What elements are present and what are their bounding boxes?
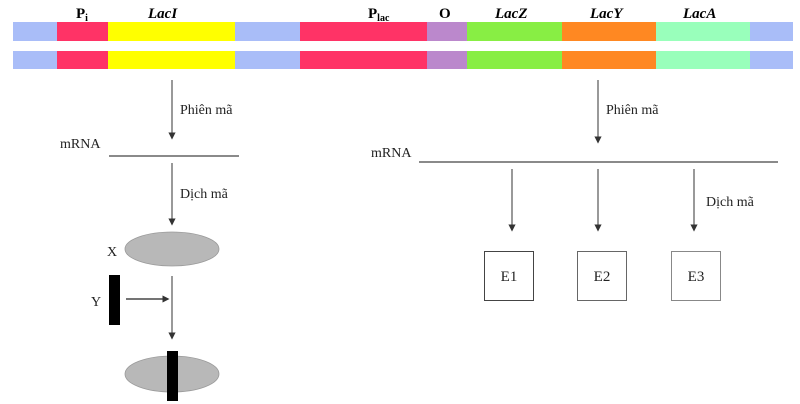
inducer-y-label: Y [91,295,101,310]
dna-segment-promoter-pi [57,22,108,41]
dna-strand-top [13,22,793,41]
dna-segment-promoter-plac [300,51,427,69]
left-transcription-label: Phiên mã [180,103,233,118]
enzyme-label-e1: E1 [501,269,518,285]
dna-segment-operator-o [427,22,467,41]
dna-segment-spacer-middle [235,51,300,69]
label-plac: Plac [368,6,390,24]
dna-segment-gene-laca [656,51,750,69]
inducer-y [109,275,120,325]
dna-segment-spacer-right [750,51,793,69]
dna-segment-spacer-middle [235,22,300,41]
dna-segment-gene-lacz [467,22,562,41]
dna-segment-gene-lacy [562,51,656,69]
protein-x-label: X [107,245,117,260]
repressor-protein-x [124,231,220,267]
enzyme-label-e2: E2 [594,269,611,285]
right-transcription-label: Phiên mã [606,103,659,118]
enzyme-box-e2 [577,251,627,301]
label-laci: LacI [147,6,178,22]
label-lacy: LacY [589,6,624,22]
enzyme-label-e3: E3 [688,269,705,285]
left-mrna-label: mRNA [60,137,101,152]
right-translation-label: Dịch mã [706,195,755,210]
label-lacz: LacZ [494,6,527,22]
enzyme-box-e3 [671,251,721,301]
dna-segment-gene-laci [108,22,235,41]
left-translation-label: Dịch mã [180,187,229,202]
right-mrna-label: mRNA [371,146,412,161]
label-laca: LacA [682,6,716,22]
dna-segment-operator-o [427,51,467,69]
dna-segment-spacer-left [13,51,57,69]
dna-segment-gene-laci [108,51,235,69]
label-operator: O [439,6,451,22]
dna-segment-spacer-left [13,22,57,41]
label-pi: Pi [76,6,88,24]
dna-segment-gene-laca [656,22,750,41]
dna-segment-promoter-plac [300,22,427,41]
dna-segment-gene-lacy [562,22,656,41]
dna-segment-spacer-right [750,22,793,41]
dna-segment-gene-lacz [467,51,562,69]
inducer-y-bound [167,351,178,401]
enzyme-box-e1 [484,251,534,301]
dna-strand-bottom [13,51,793,69]
dna-segment-promoter-pi [57,51,108,69]
